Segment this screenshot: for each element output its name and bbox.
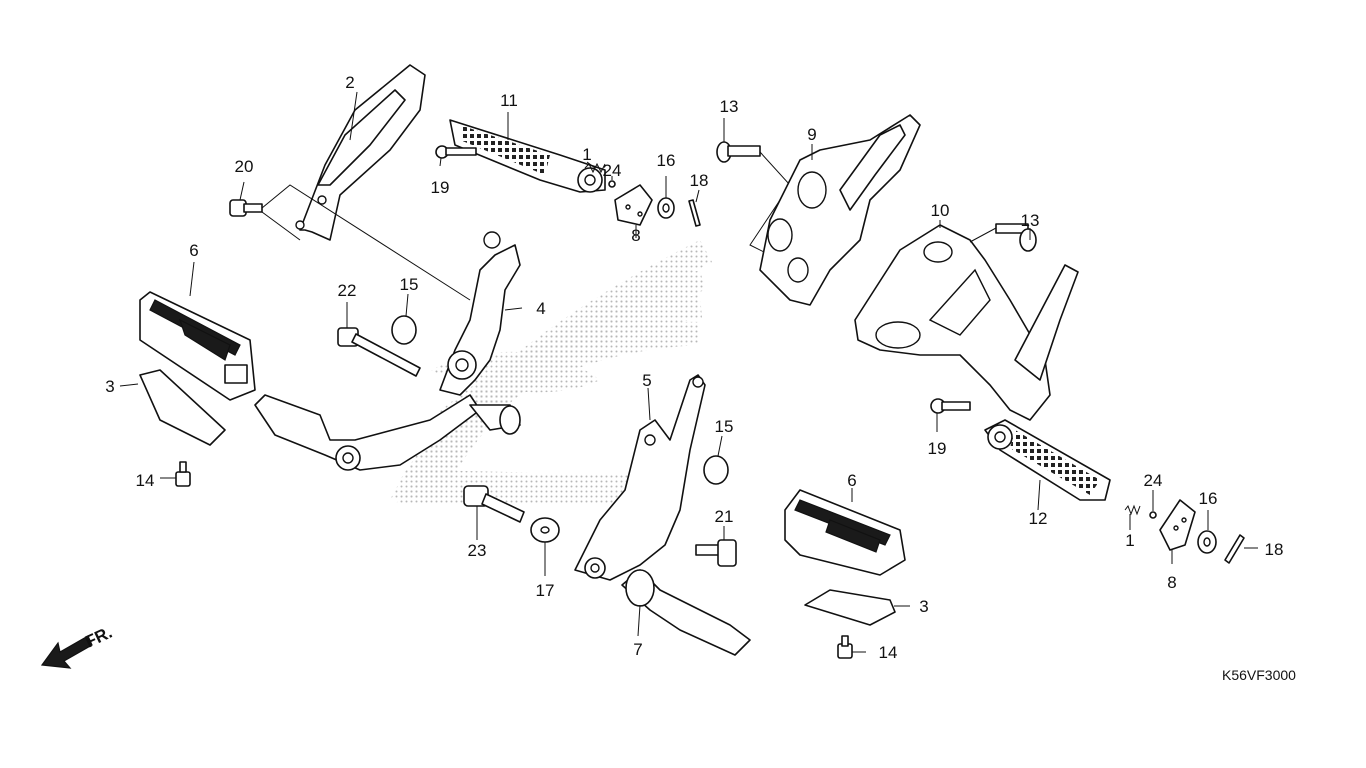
clip-18-right — [1224, 534, 1245, 564]
pedal-7 — [621, 569, 751, 656]
callout-14-right: 14 — [879, 643, 898, 662]
collar-15-left — [391, 315, 417, 345]
bolt-20 — [229, 199, 263, 217]
bolt-23 — [463, 485, 525, 523]
callout-3-left: 3 — [105, 377, 114, 396]
callout-7: 7 — [633, 640, 642, 659]
plate-3-right — [804, 589, 896, 626]
pin-19-top — [435, 145, 477, 159]
drawing-code: K56VF3000 — [1222, 667, 1296, 683]
callout-9: 9 — [807, 125, 816, 144]
callout-19-right: 19 — [928, 439, 947, 458]
callout-14-left: 14 — [136, 471, 155, 490]
bolt-14-left — [175, 461, 191, 487]
callout-13-top: 13 — [720, 97, 739, 116]
callout-1-right: 1 — [1125, 531, 1134, 550]
bracket-5 — [574, 374, 706, 581]
bolt-21 — [695, 539, 737, 567]
callout-15-right: 15 — [715, 417, 734, 436]
bolt-22 — [337, 327, 421, 377]
washer-17 — [530, 517, 560, 543]
ball-24-top — [608, 180, 616, 188]
callout-8-top: 8 — [631, 226, 640, 245]
callout-18-right: 18 — [1265, 540, 1284, 559]
bolt-14-right — [837, 635, 853, 659]
callout-8-right: 8 — [1167, 573, 1176, 592]
spring-1-right — [1124, 504, 1141, 516]
bolt-13-top — [716, 141, 761, 163]
callout-16-top: 16 — [657, 151, 676, 170]
footpeg-rubber-6-left — [139, 291, 256, 401]
callout-12: 12 — [1029, 509, 1048, 528]
front-direction-arrow: FR. — [40, 623, 115, 669]
collar-15-right — [703, 455, 729, 485]
callout-4: 4 — [536, 299, 545, 318]
plate-3-left — [139, 369, 226, 446]
callout-16-right: 16 — [1199, 489, 1218, 508]
callout-2: 2 — [345, 73, 354, 92]
washer-16-top — [657, 197, 675, 219]
plate-8-top — [614, 184, 653, 226]
clip-18-top — [688, 199, 701, 227]
callout-13-right: 13 — [1021, 211, 1040, 230]
bracket-4 — [439, 231, 521, 396]
ball-24-right — [1149, 511, 1157, 519]
pin-19-right — [930, 398, 971, 414]
callout-24-top: 24 — [603, 161, 622, 180]
callout-6-right: 6 — [847, 471, 856, 490]
washer-16-right — [1197, 530, 1217, 554]
callout-5: 5 — [642, 371, 651, 390]
callout-10: 10 — [931, 201, 950, 220]
callout-17: 17 — [536, 581, 555, 600]
callout-3-right: 3 — [919, 597, 928, 616]
callout-21: 21 — [715, 507, 734, 526]
callout-6-left: 6 — [189, 241, 198, 260]
callout-18-top: 18 — [690, 171, 709, 190]
callout-20: 20 — [235, 157, 254, 176]
bracket-10 — [854, 224, 1079, 421]
callout-22: 22 — [338, 281, 357, 300]
callout-15-left: 15 — [400, 275, 419, 294]
callout-11: 11 — [500, 91, 518, 110]
footpeg-12 — [984, 419, 1111, 501]
bracket-9 — [759, 114, 921, 306]
footpeg-11 — [449, 119, 606, 193]
callout-19-top: 19 — [431, 178, 450, 197]
callout-1-top: 1 — [582, 145, 591, 164]
callout-23: 23 — [468, 541, 487, 560]
lever-arm-left — [254, 394, 521, 471]
plate-8-right — [1159, 499, 1196, 551]
callout-labels: 2 20 11 19 1 24 16 18 8 13 9 10 13 6 22 … — [105, 73, 1283, 662]
callout-24-right: 24 — [1144, 471, 1163, 490]
footpeg-rubber-6-right — [784, 489, 906, 576]
heel-guard-2 — [295, 64, 426, 241]
